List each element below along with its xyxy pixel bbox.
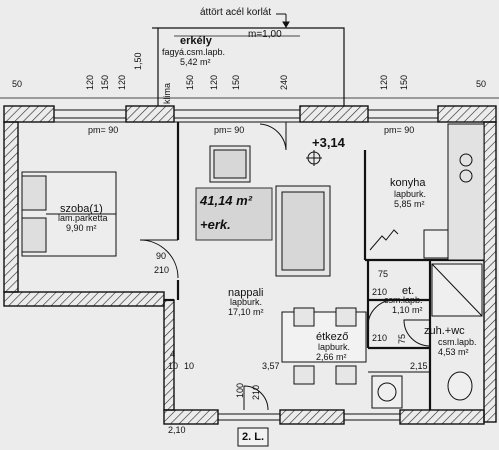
- dim-3-57: 3,57: [262, 361, 280, 371]
- wall-bottom-1: [163, 409, 219, 425]
- nappali-finish: lapburk.: [230, 297, 263, 307]
- wall-top-1: [3, 105, 55, 123]
- wall-bottom-2: [279, 409, 345, 425]
- unit-tag-box: [237, 427, 269, 447]
- bathroom-fixtures: [371, 263, 483, 409]
- etkezo-name: étkező: [316, 331, 349, 343]
- et-area: 1,10 m²: [392, 305, 423, 315]
- dim-10-b: 10: [168, 361, 179, 371]
- balcony-finish: fagyá.csm.lapb.: [162, 47, 226, 57]
- szoba-area: 9,90 m²: [66, 223, 97, 233]
- konyha-name: konyha: [390, 177, 426, 189]
- dim-120-d: 120: [117, 74, 127, 90]
- dim-120-c: 120: [379, 74, 389, 90]
- etkezo-finish: lapburk.: [318, 342, 351, 352]
- wall-bottom-3: [399, 409, 485, 425]
- door-width-90: 90: [156, 251, 167, 261]
- balcony-area: 5,42 m²: [180, 57, 211, 67]
- dim-150-c: 150: [399, 74, 409, 90]
- dim-4: 4: [170, 349, 176, 359]
- konyha-finish: lapburk.: [394, 189, 427, 199]
- dim-2-15: 2,15: [410, 361, 428, 371]
- kitchen-counter: [369, 123, 485, 261]
- level-label: +3,14: [312, 135, 345, 150]
- window-height-label: 1,50: [133, 52, 143, 70]
- konyha-area: 5,85 m²: [394, 199, 425, 209]
- zuh-finish: csm.lapb.: [438, 337, 477, 347]
- zuh-area: 4,53 m²: [438, 347, 469, 357]
- total-area-box: [195, 187, 273, 241]
- dim-210-b: 210: [372, 333, 388, 343]
- dim-150-a: 150: [100, 74, 110, 90]
- railing-arrow: [276, 13, 290, 28]
- et-finish: csm.lapb.: [384, 295, 423, 305]
- pm-label-2: pm= 90: [214, 125, 245, 135]
- balcony: [152, 27, 345, 106]
- door-height-210: 210: [154, 265, 170, 275]
- railing-note: áttört acél korlát: [200, 7, 272, 18]
- dim-120-b: 120: [209, 74, 219, 90]
- pm-label-1: pm= 90: [88, 125, 119, 135]
- szoba-name: szoba(1): [60, 203, 103, 215]
- total-area-line-1: 41,14 m²: [200, 193, 253, 208]
- balcony-width: m=1,00: [248, 29, 282, 40]
- zuh-name: zuh.+wc: [424, 325, 465, 337]
- dim-75-a: 75: [378, 269, 389, 279]
- unit-tag: 2. L.: [242, 431, 265, 443]
- dim-75-b: 75: [397, 333, 407, 344]
- dim-210-a: 210: [372, 287, 388, 297]
- wall-left: [3, 121, 19, 293]
- dim-50-left: 50: [12, 79, 23, 89]
- wall-right: [483, 121, 497, 423]
- bed: [21, 171, 117, 257]
- pm-label-3: pm= 90: [384, 125, 415, 135]
- etkezo-area: 2,66 m²: [316, 352, 347, 362]
- nappali-area: 17,10 m²: [228, 307, 264, 317]
- dim-50-right: 50: [476, 79, 487, 89]
- wall-bottom-left: [3, 291, 165, 307]
- doors: [139, 122, 431, 411]
- wall-top-3: [299, 105, 369, 123]
- szoba-finish: lam.parketta: [58, 213, 108, 223]
- wall-top-4: [437, 105, 497, 123]
- level-marker: [306, 150, 322, 166]
- total-area-line-2: +erk.: [200, 217, 231, 232]
- dim-150-d: 150: [185, 74, 195, 90]
- dim-120-a: 120: [85, 74, 95, 90]
- wall-top-2: [125, 105, 175, 123]
- balcony-name: erkély: [180, 35, 212, 47]
- exterior-walls: [3, 105, 497, 425]
- klima-label: klima: [162, 82, 172, 104]
- et-name: et.: [402, 285, 415, 297]
- nappali-name: nappali: [228, 287, 264, 299]
- dining-set: [281, 307, 367, 385]
- dim-240: 240: [279, 74, 289, 90]
- top-dimension-lines: [0, 35, 499, 99]
- dim-2-10: 2,10: [168, 425, 186, 435]
- windows: [54, 109, 438, 421]
- dim-150-b: 150: [231, 74, 241, 90]
- dim-100: 100: [235, 382, 245, 398]
- dim-10-a: 10: [184, 361, 195, 371]
- dim-210-c: 210: [251, 384, 261, 400]
